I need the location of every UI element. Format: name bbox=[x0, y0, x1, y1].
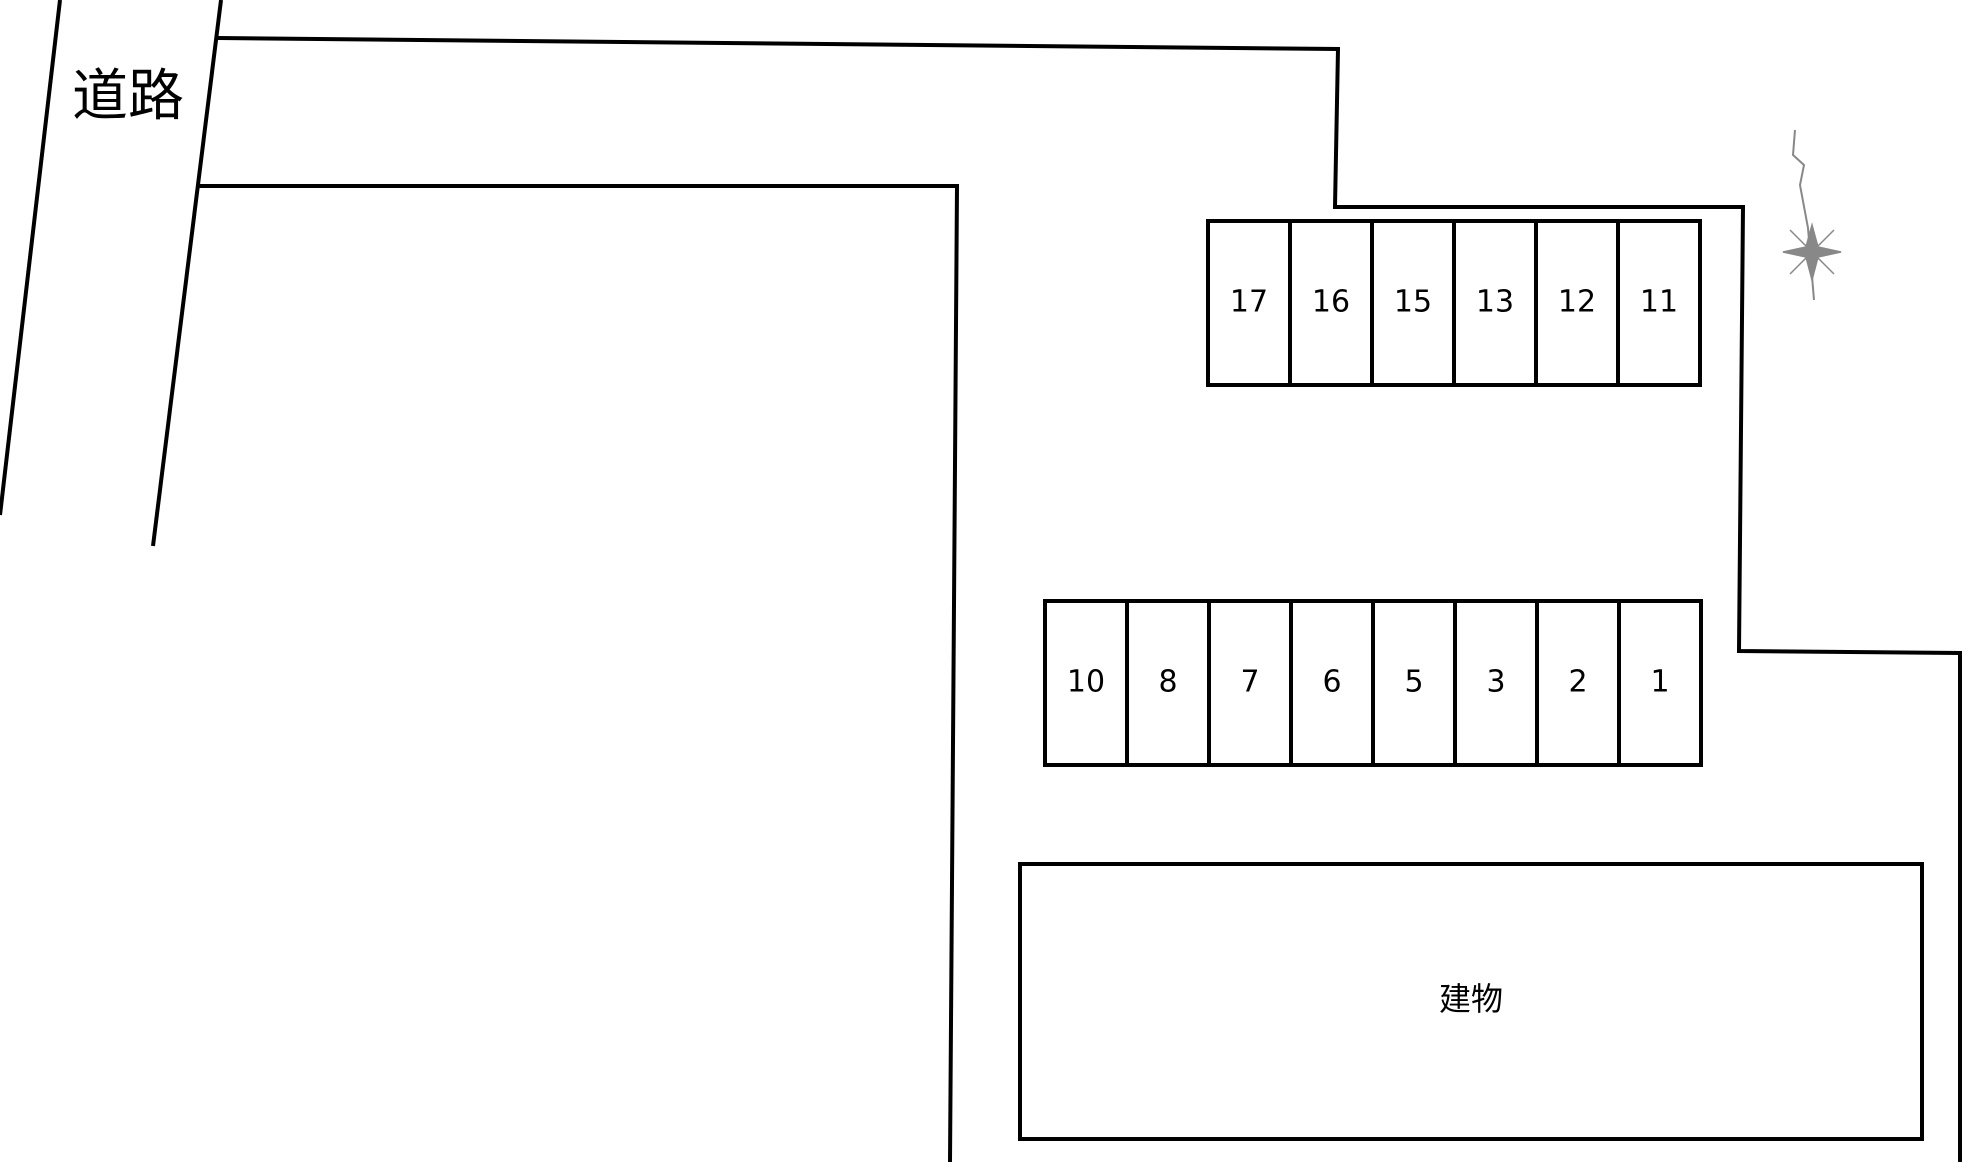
building-label: 建物 bbox=[1439, 980, 1503, 1018]
neighbor-lot-boundary bbox=[198, 184, 960, 1162]
parking-slot-number: 10 bbox=[1067, 665, 1105, 700]
parking-slot-number: 5 bbox=[1404, 665, 1423, 700]
parking-slot bbox=[1371, 599, 1457, 767]
road-edge-right bbox=[151, 0, 223, 547]
parking-slot bbox=[1452, 219, 1538, 387]
parking-slot bbox=[1370, 219, 1456, 387]
parking-row-north: 17 16 15 13 12 11 bbox=[1206, 219, 1702, 387]
property-boundary bbox=[217, 36, 1962, 1162]
parking-row-south: 10 8 7 6 5 3 2 1 bbox=[1043, 599, 1703, 767]
parking-slot-number: 7 bbox=[1240, 665, 1259, 700]
parking-slot bbox=[1289, 599, 1375, 767]
parking-slot-number: 1 bbox=[1650, 665, 1669, 700]
building bbox=[1018, 862, 1924, 1141]
parking-slot bbox=[1125, 599, 1211, 767]
parking-slot bbox=[1043, 599, 1129, 767]
road-edge-left bbox=[0, 0, 62, 516]
parking-slot-number: 13 bbox=[1476, 285, 1514, 320]
parking-slot-number: 3 bbox=[1486, 665, 1505, 700]
parking-slot-number: 6 bbox=[1322, 665, 1341, 700]
parking-slot-number: 11 bbox=[1640, 285, 1678, 320]
parking-slot bbox=[1617, 599, 1703, 767]
road-label: 道路 bbox=[72, 64, 184, 129]
parking-slot bbox=[1453, 599, 1539, 767]
parking-slot bbox=[1207, 599, 1293, 767]
parking-slot bbox=[1616, 219, 1702, 387]
compass-star-icon bbox=[1782, 129, 1842, 301]
parking-slot-number: 17 bbox=[1230, 285, 1268, 320]
parking-slot-number: 15 bbox=[1394, 285, 1432, 320]
parking-slot-number: 2 bbox=[1568, 665, 1587, 700]
parking-slot-number: 8 bbox=[1158, 665, 1177, 700]
parking-slot-number: 12 bbox=[1558, 285, 1596, 320]
parking-slot-number: 16 bbox=[1312, 285, 1350, 320]
